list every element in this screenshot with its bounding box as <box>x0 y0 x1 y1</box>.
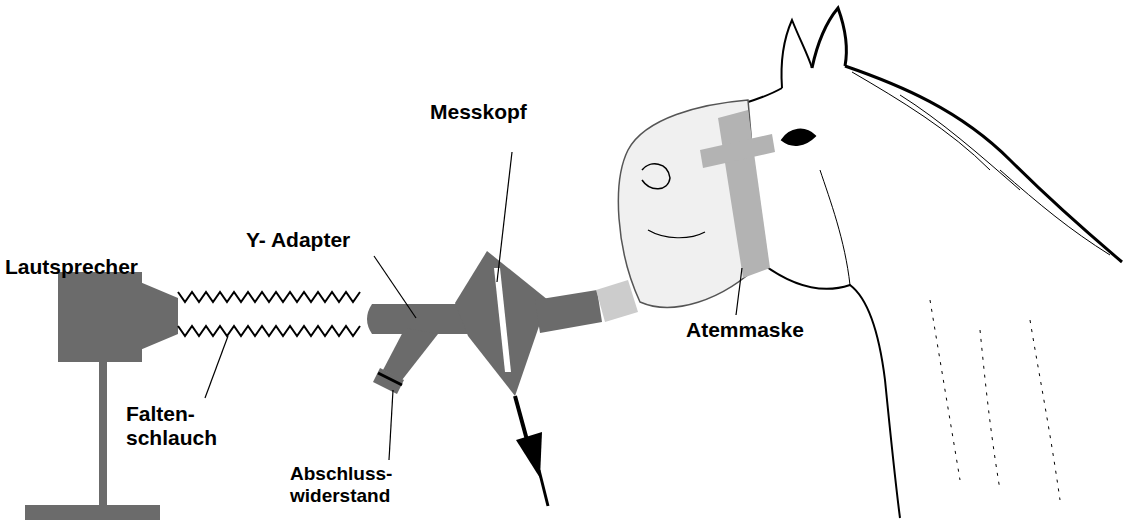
nose-strap <box>700 134 775 168</box>
measuring-head <box>455 251 548 396</box>
mouth-line <box>648 230 705 238</box>
mask-strap <box>718 110 770 278</box>
part-label: Abschluss- widerstand <box>290 463 392 507</box>
part-label: Y- Adapter <box>246 228 350 252</box>
stand-base <box>25 505 160 520</box>
part-label: Atemmaske <box>686 318 804 342</box>
speaker-stand <box>99 360 107 508</box>
resistor-band <box>378 373 402 385</box>
part-label: Falten- schlauch <box>126 402 217 450</box>
hose-fold <box>178 292 360 302</box>
y-branch <box>383 328 438 380</box>
sensor-cable <box>515 396 527 440</box>
loudspeaker-body <box>58 272 142 362</box>
loudspeaker-cone <box>140 282 178 350</box>
mask-connector <box>596 280 638 322</box>
measuring-slit <box>494 268 511 372</box>
y-adapter <box>367 304 470 334</box>
horse-drawing <box>742 8 1122 518</box>
termination-resistor <box>373 368 404 394</box>
part-label: Lautsprecher <box>5 255 138 279</box>
corrugated-hose <box>178 292 360 336</box>
leader-lines <box>205 152 742 460</box>
outlet-tube <box>535 290 602 333</box>
nostril <box>642 164 670 189</box>
part-label: Messkopf <box>430 100 527 124</box>
hose-fold <box>178 326 360 336</box>
cable-end <box>539 470 548 506</box>
